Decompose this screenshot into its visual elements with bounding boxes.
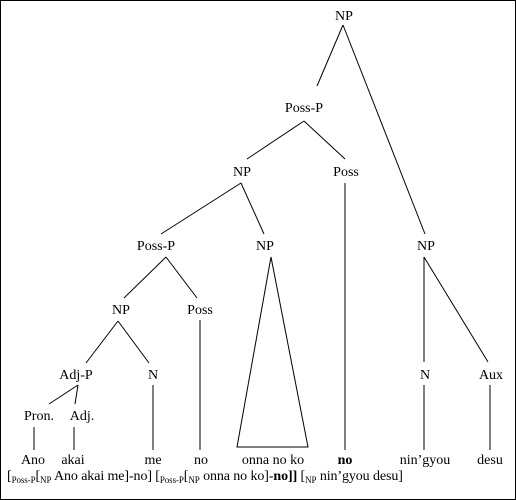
edge-np-np-triangle [240,182,265,235]
node-root-np: NP [335,9,353,24]
edge-root-possp [316,24,344,87]
node-np-right: NP [417,239,435,254]
node-pron: Pron. [24,409,54,424]
edge-root-np-right [342,24,426,235]
word-onna-no-ko: onna no ko [242,453,304,468]
node-adj-p: Adj-P [59,368,93,383]
node-aux: Aux [479,368,503,383]
bracket-open-1: [ [7,469,12,484]
node-poss-low: Poss [187,303,213,318]
edge-possp-mid-poss [165,256,198,299]
edge-adjp-adj [74,384,79,405]
edge-np-low-n [117,320,150,364]
node-n-left: N [148,368,158,383]
node-poss-top: Poss [333,165,359,180]
node-n-right: N [420,368,430,383]
word-ano: Ano [21,453,45,468]
bracket-bold-no: no]] [273,469,298,484]
word-akai: akai [61,453,84,468]
bracketed-notation: [Poss-P[NP Ano akai me]-no] [Poss-P[NP o… [7,469,403,485]
bracket-phrase-4: nin’gyou desu] [316,469,403,484]
triangle-onna-no-ko [236,256,309,448]
bracket-sub-possp-2: Poss-P [159,475,184,485]
node-adj: Adj. [70,409,95,424]
word-no-2: no [338,453,353,468]
bracket-phrase-2: onna no ko]- [199,469,274,484]
edge-np-right-aux [423,256,489,363]
node-np-left: NP [233,165,251,180]
node-poss-p-mid: Poss-P [137,239,175,254]
word-no-1: no [194,453,208,468]
edge-np-low-adjp [85,320,119,364]
bracket-sub-possp-1: Poss-P [11,475,36,485]
edge-possp-poss [303,120,346,160]
tree-branches [33,24,491,450]
bracket-phrase-3: [ [297,469,306,484]
word-me: me [144,453,161,468]
bracket-phrase-1: Ano akai me]-no] [ [51,469,160,484]
edge-adjp-pron [48,384,79,405]
node-np-low: NP [112,303,130,318]
edge-np-possp-mid [160,182,242,235]
edge-possp-np [246,120,305,160]
bracket-open-2: [ [35,469,41,484]
word-ningyou: nin’gyou [400,453,451,468]
bracket-open-3: [ [183,469,189,484]
bracket-sub-np-1: NP [40,475,52,485]
bracket-sub-np-3: NP [305,475,317,485]
word-desu: desu [477,453,503,468]
bracket-sub-np-2: NP [188,475,200,485]
node-np-triangle: NP [256,239,274,254]
edge-possp-mid-np [123,256,167,299]
node-poss-p-top: Poss-P [285,101,323,116]
